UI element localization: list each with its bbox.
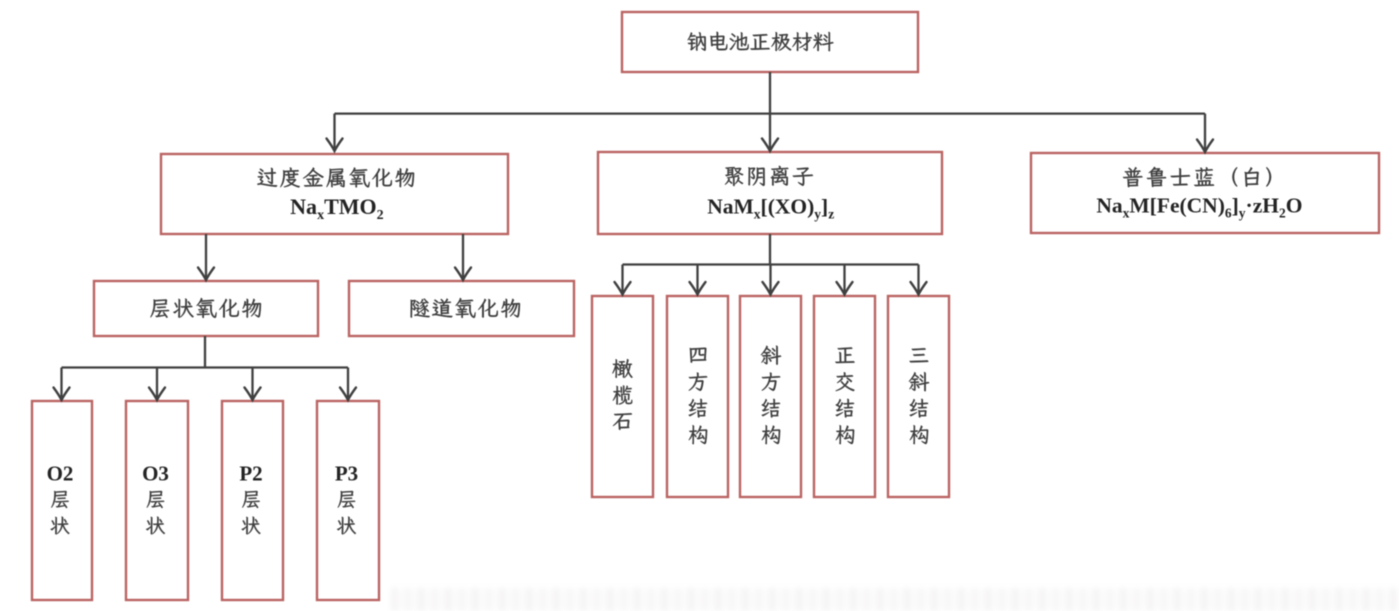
svg-text:NaMx[(XO)y]z: NaMx[(XO)y]z [707, 195, 834, 222]
svg-text:NaxTMO2: NaxTMO2 [290, 194, 383, 223]
svg-text:O3: O3 [142, 462, 169, 486]
svg-text:P3: P3 [335, 462, 358, 486]
svg-text:NaxM[Fe(CN)6]y·zH2O: NaxM[Fe(CN)6]y·zH2O [1096, 194, 1302, 221]
svg-text:P2: P2 [239, 462, 262, 486]
svg-text:O2: O2 [47, 462, 74, 486]
